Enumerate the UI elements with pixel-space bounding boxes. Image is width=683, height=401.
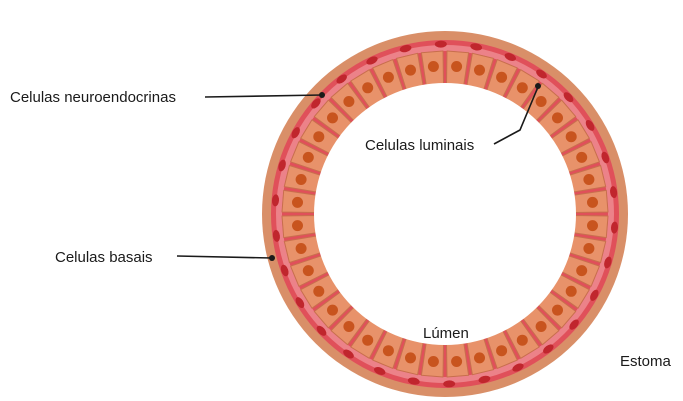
luminal-cell-nucleus: [428, 356, 439, 367]
leader-dot-basal: [269, 255, 275, 261]
luminal-cell-nucleus: [587, 220, 598, 231]
luminal-cell-nucleus: [428, 61, 439, 72]
luminal-cell-nucleus: [405, 65, 416, 76]
luminal-cell-nucleus: [327, 305, 338, 316]
luminal-cell-nucleus: [292, 220, 303, 231]
luminal-cell-nucleus: [566, 286, 577, 297]
luminal-cell-nucleus: [405, 352, 416, 363]
luminal-cell-nucleus: [313, 131, 324, 142]
luminal-cell-nucleus: [292, 197, 303, 208]
luminal-cell-nucleus: [362, 82, 373, 93]
luminal-cell-nucleus: [552, 305, 563, 316]
luminal-cell-nucleus: [566, 131, 577, 142]
luminal-cell-nucleus: [552, 112, 563, 123]
luminal-cell-nucleus: [576, 152, 587, 163]
luminal-cell-nucleus: [583, 243, 594, 254]
luminal-cell-nucleus: [496, 345, 507, 356]
luminal-cell-nucleus: [587, 197, 598, 208]
luminal-cell-nucleus: [383, 345, 394, 356]
luminal-cell-nucleus: [383, 72, 394, 83]
luminal-cell-nucleus: [327, 112, 338, 123]
luminal-cell-nucleus: [474, 65, 485, 76]
luminal-cell-nucleus: [517, 335, 528, 346]
luminal-cell-nucleus: [536, 321, 547, 332]
lumen-space: [314, 83, 576, 345]
label-stroma: Estoma: [620, 353, 672, 370]
leader-dot-luminal: [535, 83, 541, 89]
luminal-cell-nucleus: [343, 321, 354, 332]
luminal-cell-nucleus: [303, 265, 314, 276]
luminal-cell-nucleus: [343, 96, 354, 107]
luminal-cell-nucleus: [451, 356, 462, 367]
luminal-cell-nucleus: [362, 335, 373, 346]
leader-neuroendocrine: [205, 95, 322, 97]
label-basal-cells: Celulas basais: [55, 249, 153, 266]
leader-basal: [177, 256, 272, 258]
luminal-cell-nucleus: [296, 174, 307, 185]
luminal-cell-nucleus: [474, 352, 485, 363]
label-luminal-cells: Celulas luminais: [365, 137, 474, 154]
luminal-cell-nucleus: [583, 174, 594, 185]
luminal-cell-nucleus: [496, 72, 507, 83]
luminal-cell-nucleus: [576, 265, 587, 276]
label-neuroendocrine-cells: Celulas neuroendocrinas: [10, 89, 176, 106]
luminal-cell-nucleus: [451, 61, 462, 72]
luminal-cell-nucleus: [303, 152, 314, 163]
luminal-cell-nucleus: [517, 82, 528, 93]
label-lumen: Lúmen: [423, 325, 469, 342]
leader-dot-neuroendocrine: [319, 92, 325, 98]
luminal-cell-nucleus: [536, 96, 547, 107]
luminal-cell-nucleus: [296, 243, 307, 254]
luminal-cell-nucleus: [313, 286, 324, 297]
